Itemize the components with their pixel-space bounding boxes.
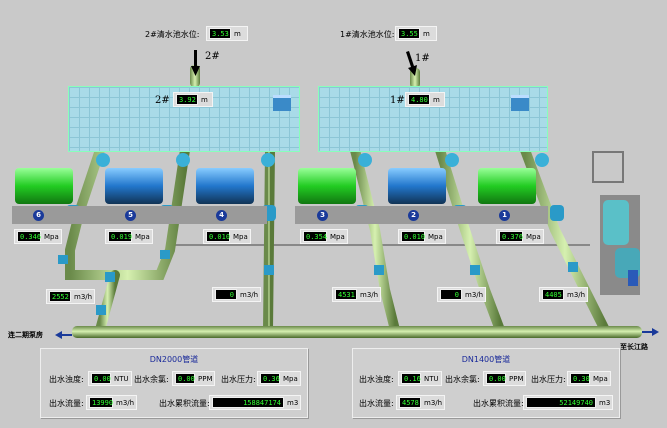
clear-water-tank-2[interactable] — [68, 86, 300, 152]
tank-2-label: 2# — [155, 95, 170, 106]
pump-4-number: 4 — [216, 210, 227, 221]
tank-hatch — [273, 95, 291, 111]
pump-platform-left — [12, 206, 267, 224]
pump-1-number: 1 — [499, 210, 510, 221]
pump-5-motor[interactable] — [105, 168, 163, 204]
destination-left: 连二期泵房 — [8, 331, 43, 339]
pump-6-number: 6 — [33, 210, 44, 221]
pump-3-number: 3 — [317, 210, 328, 221]
pressure-label: 出水压力: — [221, 375, 256, 384]
total-flow-label: 出水累积流量: — [159, 399, 210, 408]
flow-label: 出水流量: — [49, 399, 84, 408]
pool2-level-label: 2#清水池水位: — [145, 30, 200, 39]
total-flow-label: 出水累积流量: — [473, 399, 524, 408]
pump-4-motor[interactable] — [196, 168, 254, 204]
turbidity-label: 出水浊度: — [49, 375, 84, 384]
flow-label: 出水流量: — [359, 399, 394, 408]
pool1-level-label: 1#清水池水位: — [340, 30, 395, 39]
panel-title: DN2000管道 — [149, 355, 199, 364]
pump-2-number: 2 — [408, 210, 419, 221]
pump-platform-right — [295, 206, 548, 224]
clear-water-tank-1[interactable] — [318, 86, 548, 152]
pump-5-number: 5 — [125, 210, 136, 221]
destination-right: 至长江路 — [620, 343, 648, 351]
tank-1-label: 1# — [390, 95, 405, 106]
inlet-arrow-1 — [406, 51, 417, 76]
pump-6-motor[interactable] — [15, 168, 73, 204]
turbidity-label: 出水浊度: — [359, 375, 394, 384]
pump-1-motor[interactable] — [478, 168, 536, 204]
inlet-2-label: 2# — [205, 51, 220, 62]
inlet-1-label: 1# — [415, 53, 430, 64]
chlorine-label: 出水余氯: — [445, 375, 480, 384]
tank-hatch — [511, 95, 529, 111]
arrow-left-icon — [55, 331, 62, 339]
pump-3-motor[interactable] — [298, 168, 356, 204]
arrow-right-icon — [652, 328, 659, 336]
pump-2-motor[interactable] — [388, 168, 446, 204]
pressure-label: 出水压力: — [531, 375, 566, 384]
dosing-equipment — [592, 151, 640, 295]
panel-title: DN1400管道 — [461, 355, 511, 364]
chlorine-label: 出水余氯: — [134, 375, 169, 384]
inlet-arrow-2 — [191, 50, 200, 76]
